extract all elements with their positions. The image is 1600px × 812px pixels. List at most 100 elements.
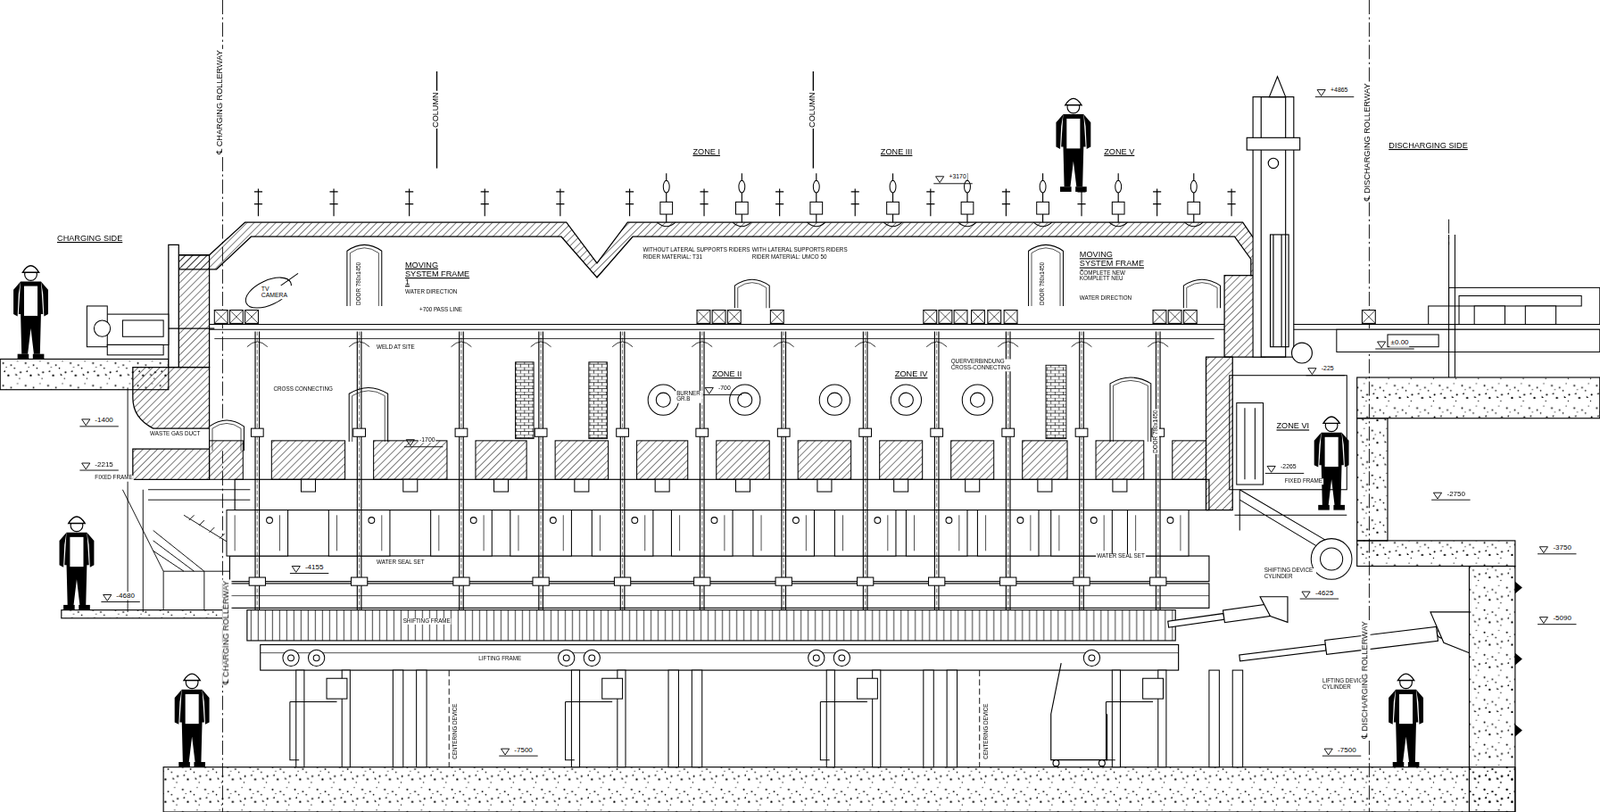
repeated-parts: [1031, 248, 1061, 307]
level-marker: [1537, 553, 1576, 555]
repeated-parts: [1183, 279, 1220, 308]
worker-figure: [1399, 693, 1414, 724]
repeated-parts: [1111, 670, 1120, 768]
repeated-parts: [1159, 331, 1161, 611]
repeated-parts: [679, 514, 725, 551]
extractor-column: [1272, 234, 1274, 348]
lower-bands: [247, 610, 1176, 641]
repeated-parts: [696, 428, 709, 437]
furnace-roof: [132, 367, 210, 430]
repeated-parts: [403, 479, 418, 492]
repeated-parts: [348, 387, 388, 442]
repeated-parts: [245, 310, 259, 324]
pass-line: [214, 338, 1214, 340]
repeated-parts: [542, 331, 544, 611]
repeated-parts: [1059, 514, 1104, 551]
tv-camera: [281, 273, 299, 286]
repeated-parts: [353, 428, 366, 437]
repeated-parts: [1157, 331, 1159, 611]
worker-figure: [1408, 762, 1420, 768]
repeated-parts: [1002, 428, 1015, 437]
level-marker: [404, 446, 443, 448]
level-marker: [936, 176, 945, 183]
repeated-parts: [336, 514, 382, 551]
repeated-parts: [770, 310, 784, 324]
worker-figure: [1321, 464, 1343, 506]
repeated-parts: [326, 678, 348, 699]
cylinders: [1325, 626, 1439, 655]
repeated-parts: [783, 331, 785, 611]
worker-figure: [1314, 432, 1322, 468]
repeated-parts: [563, 654, 570, 662]
repeated-parts: [1186, 282, 1218, 309]
level-marker: [1315, 96, 1354, 98]
repeated-parts: [701, 331, 703, 611]
pass-line: [209, 323, 1226, 325]
repeated-parts: [712, 310, 726, 324]
repeated-parts: [229, 310, 243, 324]
level-marker: [1537, 623, 1576, 625]
repeated-parts: [347, 244, 382, 307]
furnace-roof: [168, 244, 179, 367]
repeated-parts: [540, 331, 542, 611]
repeated-parts: [936, 331, 937, 611]
discharge-machine: [1336, 234, 1600, 378]
repeated-parts: [770, 310, 784, 324]
furnace-roof: [132, 448, 210, 480]
repeated-parts: [256, 331, 258, 611]
extractor-column: [1246, 76, 1312, 364]
repeated-parts: [1183, 310, 1197, 324]
level-marker: [1377, 341, 1386, 349]
extractor-column: [1268, 76, 1285, 98]
repeated-parts: [1155, 331, 1157, 611]
repeated-parts: [1002, 188, 1011, 216]
cylinders: [1430, 612, 1469, 654]
worker-figure: [1388, 689, 1396, 725]
drawing-label: ZONE III: [879, 148, 914, 158]
level-marker: [1539, 617, 1548, 624]
repeated-parts: [1083, 649, 1100, 666]
repeated-parts: [1361, 310, 1376, 324]
worker-figure: [1395, 721, 1417, 763]
drawing-label: DOOR 780x1450: [1152, 408, 1160, 455]
drawing-label: WATER SEAL SET: [375, 560, 426, 567]
burners: [819, 384, 850, 415]
repeated-parts: [229, 310, 243, 324]
repeated-parts: [348, 341, 370, 348]
level-label: -2265: [1279, 463, 1298, 470]
extractor-column: [1270, 234, 1290, 348]
repeated-parts: [621, 331, 623, 611]
level-marker: [1433, 492, 1442, 499]
level-marker: [103, 594, 112, 601]
worker-figure: [41, 281, 49, 317]
repeated-parts: [1115, 180, 1122, 193]
repeated-parts: [946, 670, 957, 768]
repeated-parts: [951, 440, 995, 480]
burners: [655, 392, 671, 407]
repeated-parts: [997, 341, 1019, 348]
cylinders: [1052, 760, 1060, 767]
brick-columns: [515, 362, 535, 440]
repeated-parts: [971, 310, 986, 324]
drawing-label: CROSS CONNECTING: [272, 386, 334, 393]
worker-figure: [1323, 416, 1340, 423]
drawing-label: WASTE GAS DUCT: [149, 431, 202, 439]
brick-columns: [1045, 364, 1067, 439]
worker-figure: [78, 605, 91, 611]
repeated-parts: [574, 479, 589, 492]
level-marker: [82, 463, 91, 470]
discharge-machine: [1449, 287, 1600, 324]
repeated-parts: [254, 331, 256, 611]
drawing-label: CENTERING DEVICE: [983, 702, 990, 761]
level-marker: [1306, 374, 1345, 376]
level-marker: [1431, 499, 1470, 501]
worker-figure: [66, 563, 88, 606]
lower-bands: [229, 583, 1209, 608]
repeated-parts: [691, 670, 702, 768]
worker-figure: [86, 532, 94, 568]
discharge-door: [1236, 403, 1264, 485]
drawing-label: DOOR 780x1450: [1039, 261, 1046, 307]
repeated-parts: [463, 331, 465, 611]
repeated-parts: [792, 517, 799, 524]
pass-line: [209, 329, 1226, 331]
